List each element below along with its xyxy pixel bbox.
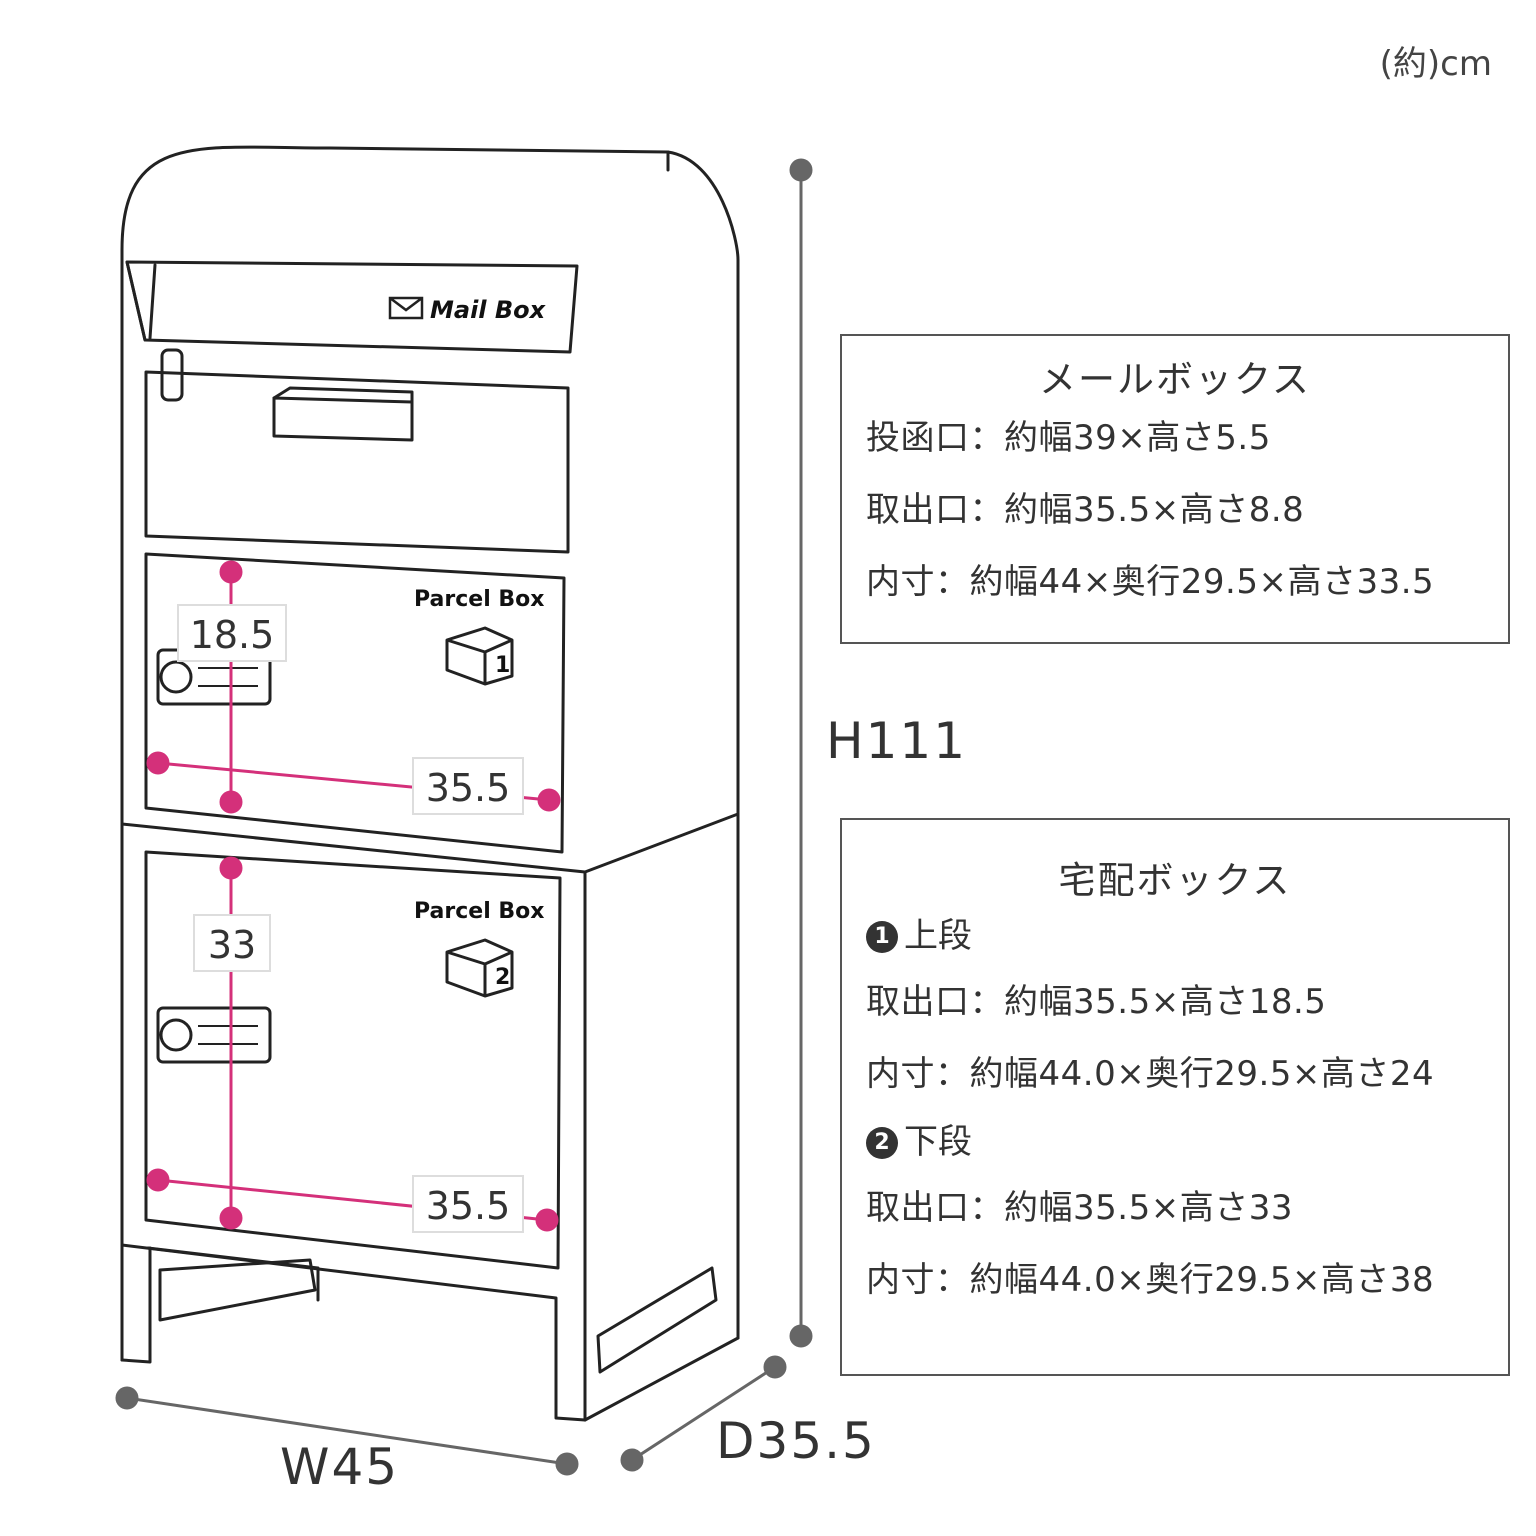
depth-dimension: D35.5 — [716, 1412, 876, 1470]
lower-height-label: 33 — [208, 923, 256, 967]
hinge — [160, 348, 184, 402]
mailbox-spec-slot: 投函口：約幅39×高さ5.5 — [866, 418, 1271, 458]
width-dim-dot-left — [115, 1386, 139, 1410]
lower-width-label-bg — [412, 1175, 524, 1233]
lower-parcel-door — [144, 850, 562, 1270]
box-number-2: 2 — [495, 965, 510, 990]
width-dimension: W45 — [280, 1438, 400, 1496]
mailbox-spec-outlet: 取出口：約幅35.5×高さ8.8 — [866, 490, 1305, 530]
parcel-label-lower: Parcel Box — [414, 899, 544, 924]
upper-height-label-bg — [177, 604, 287, 662]
upper-parcel-door — [144, 552, 566, 854]
parcel-spec-title: 宅配ボックス — [1058, 859, 1292, 902]
lower-tier-label: 下段 — [904, 1122, 972, 1162]
mailbox-door — [144, 370, 570, 554]
lower-height-dot-top — [219, 856, 243, 880]
base-front — [120, 1243, 587, 1422]
mailbox-spec-title: メールボックス — [1039, 358, 1311, 401]
upper-width-label-bg — [412, 757, 524, 815]
upper-width-label: 35.5 — [426, 766, 511, 810]
lower-width-dot-left — [146, 1168, 170, 1192]
parcel-box-icon — [445, 938, 514, 998]
width-dim-line — [126, 1396, 568, 1466]
box-number-1: 1 — [495, 653, 510, 678]
upper-tier-outlet: 取出口：約幅35.5×高さ18.5 — [866, 982, 1327, 1022]
lower-height-label-bg — [193, 914, 271, 972]
upper-tier-label: 上段 — [904, 916, 972, 956]
lower-tier-number: 2 — [866, 1127, 898, 1159]
upper-tier-inner: 内寸：約幅44.0×奥行29.5×高さ24 — [866, 1054, 1435, 1094]
mailbox-handle — [272, 396, 414, 442]
envelope-icon — [388, 296, 424, 320]
depth-dim-dot-right — [763, 1355, 787, 1379]
height-dimension: H111 — [826, 712, 968, 770]
unit-note: (約)cm — [1379, 44, 1492, 84]
lower-dial-lock — [156, 1006, 272, 1064]
lower-width-label: 35.5 — [426, 1184, 511, 1228]
upper-width-dot-left — [146, 751, 170, 775]
mailbox-spec-panel: メールボックス 投函口：約幅39×高さ5.5 取出口：約幅35.5×高さ8.8 … — [840, 334, 1510, 644]
parcel-label-upper: Parcel Box — [414, 587, 544, 612]
mailbox-label-group: Mail Box — [388, 296, 547, 324]
height-dim-dot-bottom — [789, 1324, 813, 1348]
base-right-opening — [596, 1266, 718, 1374]
depth-dim-line — [631, 1365, 776, 1462]
upper-width-dot-right — [537, 788, 561, 812]
lower-height-dot-bottom — [219, 1206, 243, 1230]
upper-height-dot-bottom — [219, 790, 243, 814]
lower-tier-outlet: 取出口：約幅35.5×高さ33 — [866, 1188, 1293, 1228]
upper-tier-number: 1 — [866, 921, 898, 953]
base-left-opening — [158, 1258, 317, 1322]
mailbox-spec-inner: 内寸：約幅44×奥行29.5×高さ33.5 — [866, 562, 1435, 602]
parcel-box-icon — [445, 626, 514, 686]
upper-height-dot-top — [219, 560, 243, 584]
height-dim-dot-top — [789, 158, 813, 182]
upper-height-label: 18.5 — [190, 613, 275, 657]
lower-width-dot-right — [535, 1208, 559, 1232]
mailbox-label: Mail Box — [430, 296, 547, 324]
lower-tier-inner: 内寸：約幅44.0×奥行29.5×高さ38 — [866, 1260, 1435, 1300]
width-dim-dot-right — [555, 1452, 579, 1476]
cabinet-outline — [120, 145, 740, 1362]
depth-dim-dot-left — [620, 1448, 644, 1472]
